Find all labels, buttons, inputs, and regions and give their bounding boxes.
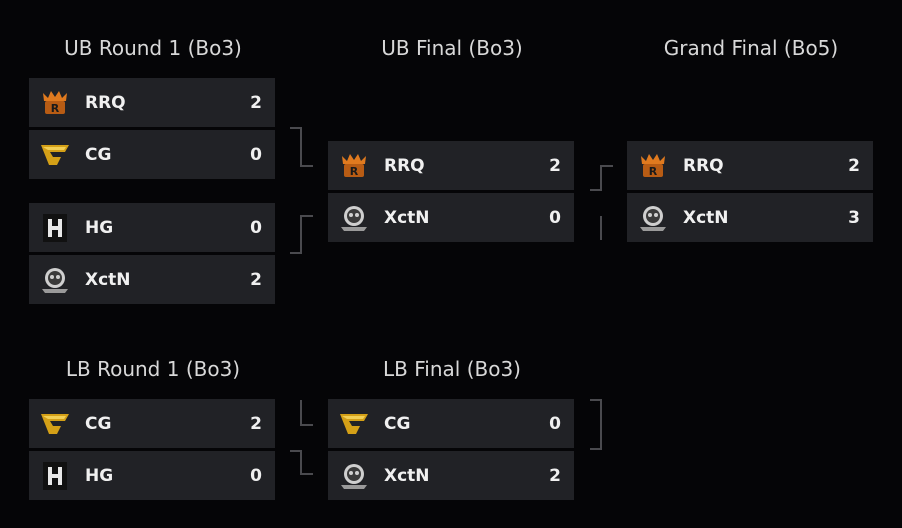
xctn-logo-icon (338, 460, 370, 492)
team-row-lb_final-1[interactable]: XctN 2 (328, 451, 574, 500)
team-row-lb_final-0[interactable]: CG 0 (328, 399, 574, 448)
team-row-lb_r1-0[interactable]: CG 2 (29, 399, 275, 448)
team-name: HG (85, 217, 114, 238)
xctn-logo-icon (341, 463, 367, 489)
team-score: 2 (549, 465, 561, 486)
team-name: RRQ (683, 155, 724, 176)
lb-final-title: LB Final (Bo3) (383, 357, 521, 381)
xctn-logo-icon (341, 205, 367, 231)
xctn-logo-icon (637, 202, 669, 234)
xctn-logo-icon (338, 202, 370, 234)
rrq-logo-icon: R (39, 87, 71, 119)
team-name: RRQ (384, 155, 425, 176)
team-row-ub_r1_m2-1[interactable]: XctN 2 (29, 255, 275, 304)
cg-logo-icon (39, 139, 71, 171)
cg-logo-icon (39, 408, 71, 440)
cg-logo-icon (41, 144, 69, 165)
team-row-ub_r1_m2-0[interactable]: HG 0 (29, 203, 275, 252)
team-name: XctN (384, 207, 430, 228)
team-score: 0 (549, 413, 561, 434)
team-score: 2 (250, 269, 262, 290)
hg-logo-icon (39, 212, 71, 244)
ub-round1-title: UB Round 1 (Bo3) (64, 36, 242, 60)
lb-round1-title: LB Round 1 (Bo3) (65, 357, 241, 381)
xctn-logo-icon (640, 205, 666, 231)
team-name: XctN (384, 465, 430, 486)
team-row-grand_final-0[interactable]: R RRQ 2 (627, 141, 873, 190)
team-name: HG (85, 465, 114, 486)
xctn-logo-icon (39, 264, 71, 296)
rrq-logo-icon: R (338, 150, 370, 182)
team-name: XctN (683, 207, 729, 228)
team-row-ub_r1_m1-1[interactable]: CG 0 (29, 130, 275, 179)
xctn-logo-icon (42, 267, 68, 293)
grand-final-title: Grand Final (Bo5) (663, 36, 839, 60)
svg-text:R: R (649, 165, 658, 178)
team-score: 0 (250, 217, 262, 238)
rrq-logo-icon: R (43, 90, 67, 115)
team-row-ub_final-1[interactable]: XctN 0 (328, 193, 574, 242)
team-row-ub_final-0[interactable]: R RRQ 2 (328, 141, 574, 190)
cg-logo-icon (338, 408, 370, 440)
team-name: CG (85, 144, 112, 165)
team-score: 0 (250, 144, 262, 165)
hg-logo-icon (39, 460, 71, 492)
svg-text:R: R (51, 102, 60, 115)
svg-text:R: R (350, 165, 359, 178)
hg-logo-icon (43, 461, 67, 490)
team-row-grand_final-1[interactable]: XctN 3 (627, 193, 873, 242)
team-score: 2 (250, 413, 262, 434)
ub-final-title: UB Final (Bo3) (381, 36, 523, 60)
team-row-ub_r1_m1-0[interactable]: R RRQ 2 (29, 78, 275, 127)
team-name: XctN (85, 269, 131, 290)
team-score: 0 (549, 207, 561, 228)
rrq-logo-icon: R (641, 153, 665, 178)
team-name: CG (384, 413, 411, 434)
team-score: 0 (250, 465, 262, 486)
rrq-logo-icon: R (342, 153, 366, 178)
hg-logo-icon (43, 213, 67, 242)
cg-logo-icon (41, 413, 69, 434)
team-score: 2 (848, 155, 860, 176)
team-score: 3 (848, 207, 860, 228)
cg-logo-icon (340, 413, 368, 434)
team-score: 2 (250, 92, 262, 113)
team-row-lb_r1-1[interactable]: HG 0 (29, 451, 275, 500)
team-name: RRQ (85, 92, 126, 113)
team-score: 2 (549, 155, 561, 176)
rrq-logo-icon: R (637, 150, 669, 182)
team-name: CG (85, 413, 112, 434)
